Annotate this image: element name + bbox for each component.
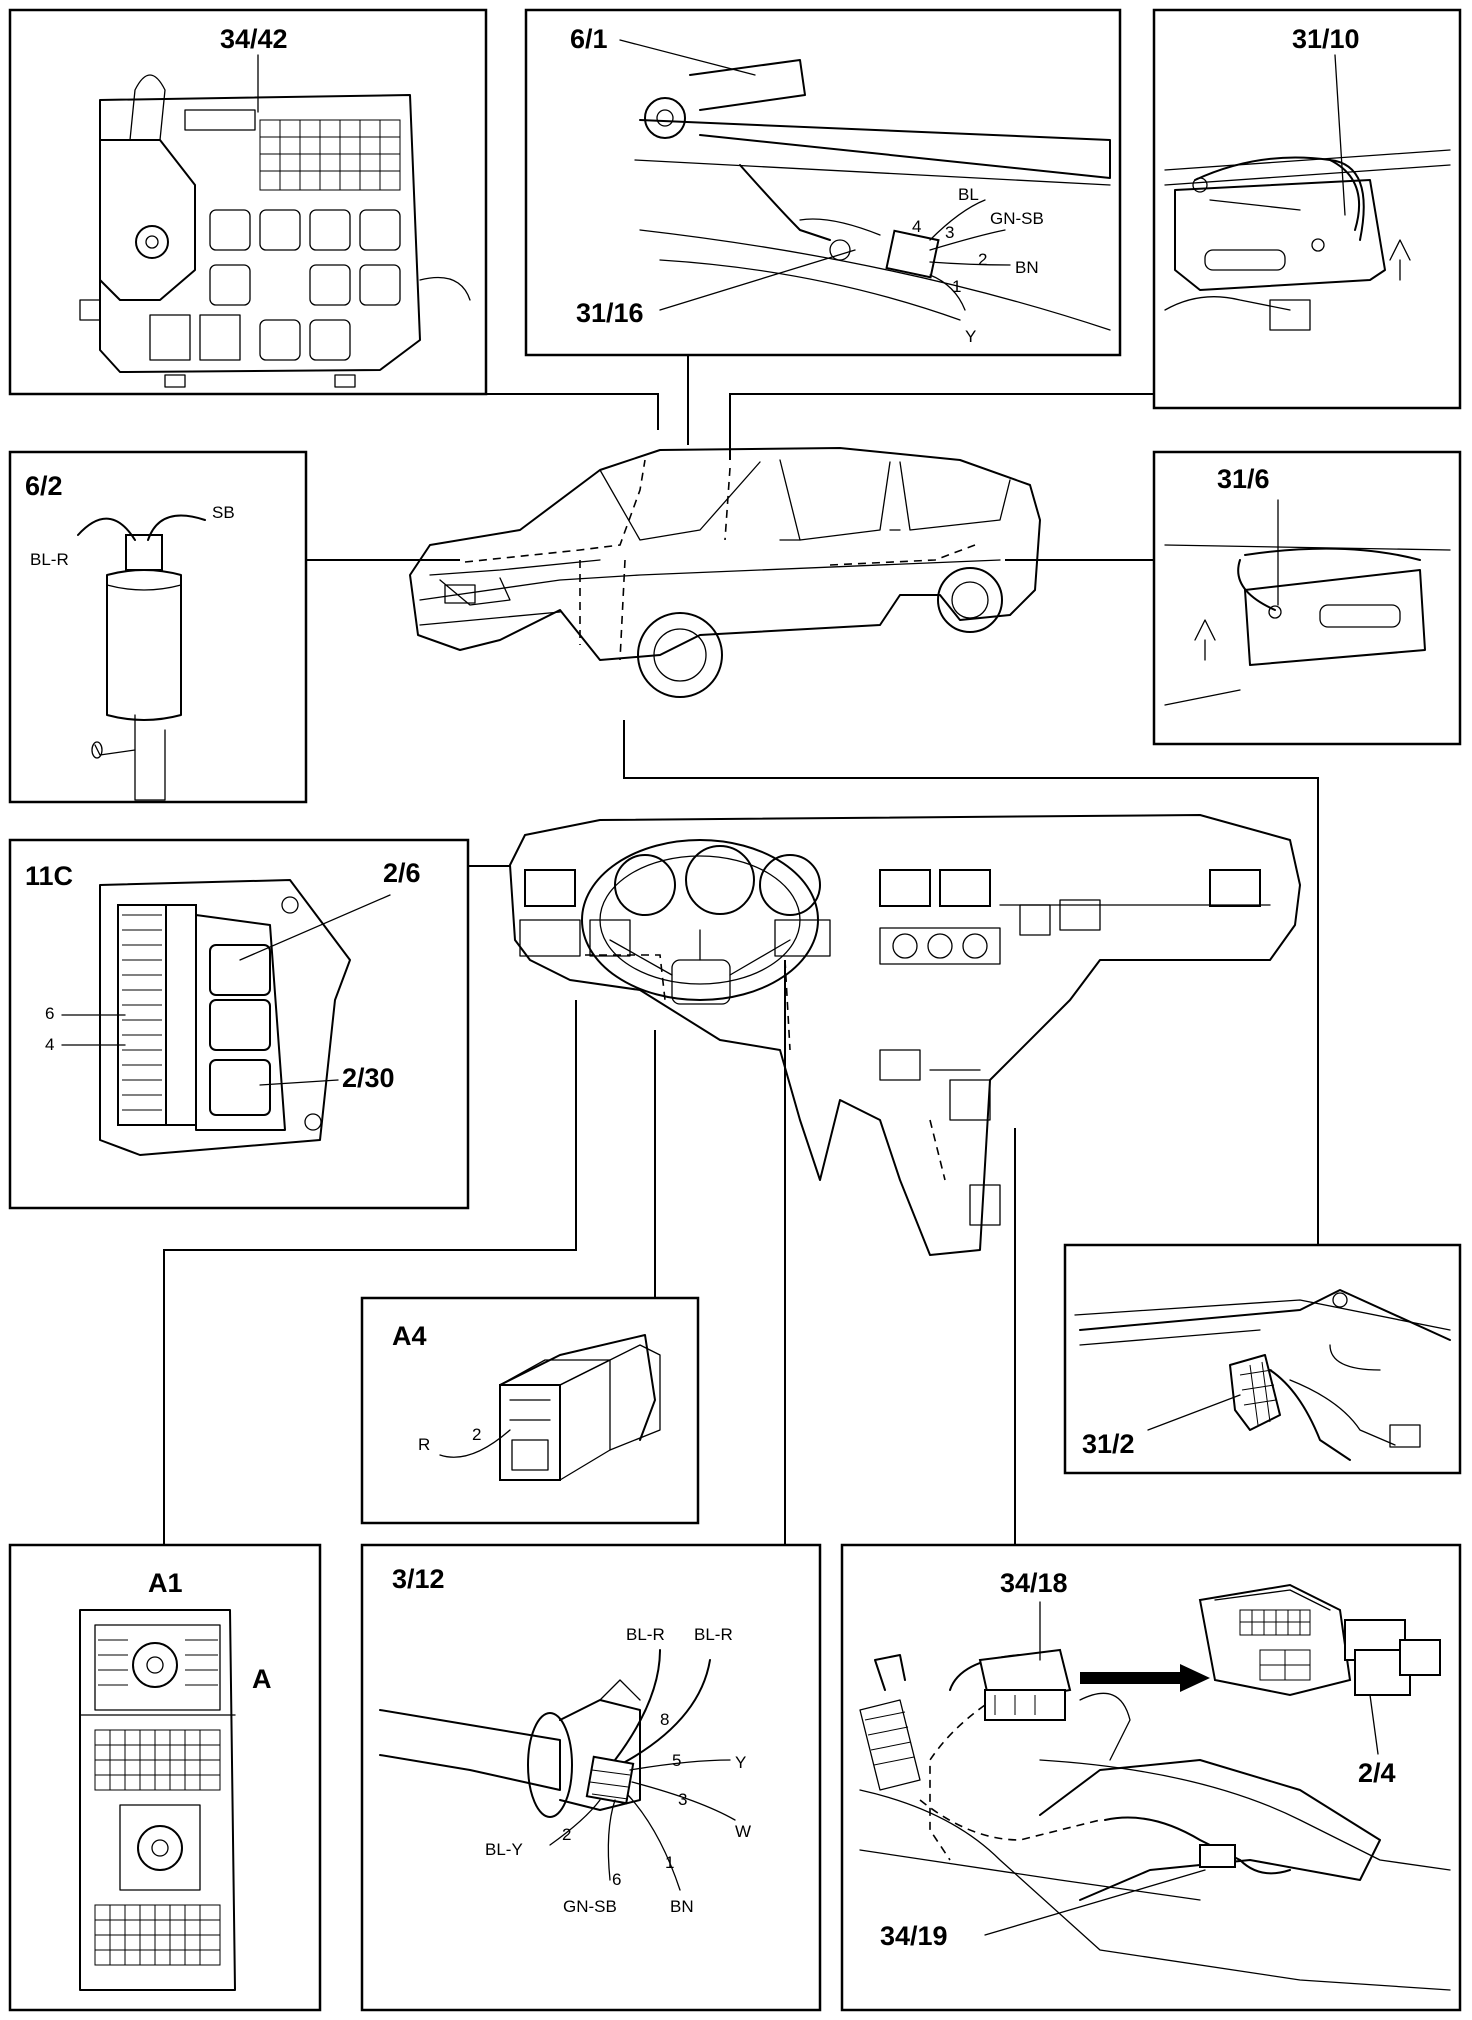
connector-cluster	[1239, 1361, 1277, 1426]
label-31-2: 31/2	[1082, 1429, 1135, 1459]
label-31-16: 31/16	[576, 298, 644, 328]
pin-2: 2	[472, 1425, 481, 1444]
label-11c: 11C	[25, 861, 73, 891]
panel-34-18: 34/18 2/4 34/19	[840, 1543, 1462, 2012]
connector-pin-rows	[122, 914, 162, 1111]
wire-bn: BN	[670, 1897, 694, 1916]
panel-34-42: 34/42	[8, 8, 488, 396]
wire-y: Y	[735, 1753, 746, 1772]
wire-bl-r-1: BL-R	[626, 1625, 665, 1644]
wire-bn: BN	[1015, 258, 1039, 277]
label-2-30: 2/30	[342, 1063, 395, 1093]
wire-r: R	[418, 1435, 430, 1454]
panel-6-2: 6/2 BL-R SB	[8, 450, 308, 804]
pin-1: 1	[665, 1853, 674, 1872]
connector-a1-upper-pins	[98, 1639, 218, 1686]
panel-3-12: 3/12 BL-R BL-R Y W BN GN-SB BL-Y 8 5 3 1…	[360, 1543, 822, 2012]
label-6-2: 6/2	[25, 471, 63, 501]
pin-6: 6	[612, 1870, 621, 1889]
wire-sb: SB	[212, 503, 235, 522]
label-6-1: 6/1	[570, 24, 608, 54]
pin-1: 1	[952, 277, 961, 296]
label-34-19: 34/19	[880, 1921, 948, 1951]
panel-6-1: 6/1 31/16 BL GN-SB BN Y 4 3 2 1	[524, 8, 1122, 357]
label-a1: A1	[148, 1568, 183, 1598]
label-3-12: 3/12	[392, 1564, 445, 1594]
label-2-6: 2/6	[383, 858, 421, 888]
wire-gn-sb: GN-SB	[563, 1897, 617, 1916]
connector-lines	[163, 355, 1319, 1545]
label-34-18: 34/18	[1000, 1568, 1068, 1598]
pin-6: 6	[45, 1004, 54, 1023]
label-a: A	[252, 1664, 272, 1694]
label-31-6: 31/6	[1217, 464, 1270, 494]
relay-socket-grid	[1239, 1609, 1311, 1681]
pin-2: 2	[978, 250, 987, 269]
panel-a4: A4 R 2	[360, 1296, 700, 1525]
label-31-10: 31/10	[1292, 24, 1360, 54]
wire-bl-r-2: BL-R	[694, 1625, 733, 1644]
panel-11c: 11C 2/6 2/30 6 4	[8, 838, 470, 1210]
panel-31-10: 31/10	[1152, 8, 1462, 410]
pin-5: 5	[672, 1751, 681, 1770]
fuse-grid	[259, 119, 401, 191]
panel-31-2: 31/2	[1063, 1243, 1462, 1475]
wire-y: Y	[965, 327, 976, 346]
label-2-4: 2/4	[1358, 1758, 1396, 1788]
pin-4: 4	[45, 1035, 54, 1054]
wire-bl-y: BL-Y	[485, 1840, 523, 1859]
pin-8: 8	[660, 1710, 669, 1729]
wire-gn-sb: GN-SB	[990, 209, 1044, 228]
label-34-42: 34/42	[220, 24, 288, 54]
connector-a1-lower-pins	[94, 1729, 221, 1966]
pin-3: 3	[945, 223, 954, 242]
wire-bl-r: BL-R	[30, 550, 69, 569]
panel-a1: A1 A	[8, 1543, 322, 2012]
label-a4: A4	[392, 1321, 427, 1351]
connector-3-12-pins	[589, 1769, 631, 1800]
wire-bl: BL	[958, 185, 979, 204]
dashboard-illustration	[509, 814, 1301, 1256]
pin-4: 4	[912, 217, 921, 236]
panel-31-6: 31/6	[1152, 450, 1462, 746]
pin-2: 2	[562, 1825, 571, 1844]
wire-w: W	[735, 1822, 751, 1841]
car-illustration	[409, 447, 1041, 698]
pin-3: 3	[678, 1790, 687, 1809]
